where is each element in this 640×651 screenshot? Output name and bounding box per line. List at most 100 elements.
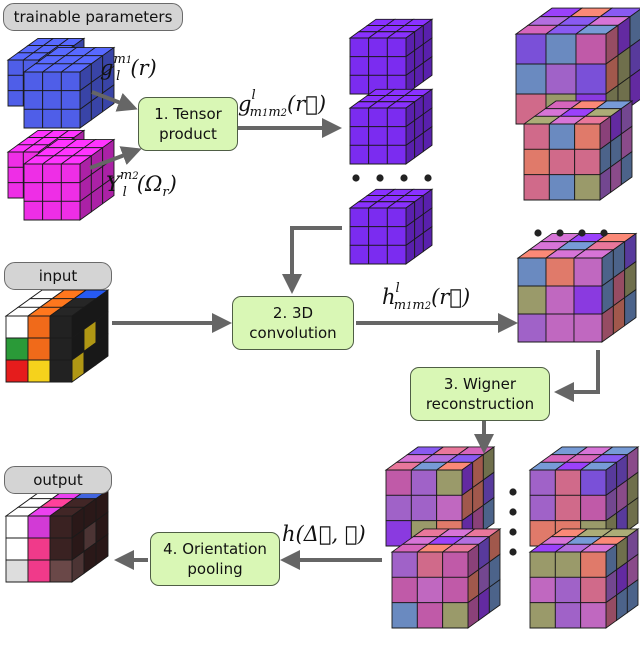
cube-cell [436, 469, 463, 496]
cube-cell [23, 108, 44, 129]
radial-function-label: gm1l(r) [100, 52, 157, 84]
filter-product-label: glm1m2(r⃗) [238, 88, 327, 120]
ellipsis-dot [578, 229, 586, 237]
ellipsis-dot [534, 229, 542, 237]
cube-cell [629, 38, 640, 78]
cube-cell [42, 200, 62, 221]
cube-cell [580, 494, 607, 522]
convolution-line-2: convolution [249, 324, 337, 342]
cube-cell [554, 494, 582, 522]
product-filter-cube [348, 188, 434, 265]
cube-cell [626, 578, 639, 614]
cube-cell [529, 576, 556, 604]
cube-cell [49, 359, 73, 383]
cube-cell [548, 148, 576, 176]
cube-cell [49, 559, 73, 583]
cube-cell [7, 151, 24, 168]
cube-cell [23, 163, 44, 184]
cube-cell [386, 144, 407, 165]
feature-map-cube [522, 100, 634, 201]
cube-cell [442, 602, 469, 629]
cube-cell [391, 576, 418, 604]
cube-cell [529, 551, 556, 578]
angular-filter-cube [22, 138, 116, 221]
tensor-product-line-1: 1. Tensor [154, 105, 222, 123]
cube-cell [5, 559, 29, 583]
ellipsis-dot [556, 229, 564, 237]
cube-cell [442, 551, 469, 578]
cube-cell [368, 37, 388, 58]
cube-cell [545, 313, 575, 343]
cube-cell [349, 226, 370, 246]
cube-cell [515, 33, 547, 65]
feature-map-cube [516, 232, 638, 343]
cube-cell [422, 225, 433, 253]
cube-cell [349, 207, 370, 228]
cube-cell [488, 578, 501, 614]
wigner-line-1: 3. Wigner [443, 375, 517, 393]
cube-cell [386, 56, 407, 76]
cube-cell [27, 559, 51, 583]
cube-cell [385, 494, 412, 522]
output-cube [4, 489, 110, 583]
rotation-feature-label: h(Δ⃗, ℛ) [282, 522, 366, 546]
cube-cell [7, 59, 24, 76]
cube-cell [573, 257, 603, 287]
cube-cell [416, 576, 444, 604]
cube-cell [386, 126, 407, 146]
cube-cell [580, 469, 607, 496]
cube-cell [42, 108, 62, 129]
cube-cell [548, 174, 576, 201]
cube-cell [554, 602, 582, 629]
cube-cell [574, 148, 601, 176]
cube-cell [523, 174, 550, 201]
cube-cell [386, 226, 407, 246]
cube-cell [548, 123, 576, 150]
cube-cell [580, 602, 607, 629]
ellipsis-dot [509, 548, 517, 556]
cube-cell [49, 337, 73, 361]
cube-cell [515, 63, 547, 95]
cube-cell [60, 182, 81, 202]
cube-cell [416, 551, 444, 578]
cube-cell [629, 68, 640, 108]
cube-cell [385, 469, 412, 496]
ellipsis-dot [509, 488, 517, 496]
spherical-harmonic-label: Ym2l(Ωr) [106, 168, 177, 200]
cube-cell [580, 576, 607, 604]
cube-cell [573, 285, 603, 315]
cube-cell [60, 200, 81, 221]
cube-cell [554, 576, 582, 604]
cube-cell [7, 74, 24, 92]
cube-cell [27, 337, 51, 361]
cube-cell [529, 602, 556, 629]
cube-cell [368, 107, 388, 128]
cube-cell [368, 207, 388, 228]
arrow-g-to-product [91, 90, 138, 112]
cube-cell [545, 63, 577, 95]
cube-cell [386, 244, 407, 265]
arrow-filter-to-convolution [282, 226, 342, 294]
ellipsis-dot [509, 508, 517, 516]
ellipsis-dot [600, 229, 608, 237]
cube-cell [7, 90, 24, 107]
cube-cell [23, 90, 44, 110]
pooling-line-1: 4. Orientation [163, 540, 267, 558]
ellipsis-dot [400, 174, 408, 182]
cube-cell [368, 56, 388, 76]
cube-cell [410, 494, 438, 522]
cube-cell [349, 126, 370, 146]
cube-cell [386, 37, 407, 58]
cube-cell [422, 55, 433, 83]
arrow-y-to-product [89, 146, 142, 170]
cube-cell [574, 174, 601, 201]
cube-cell [49, 537, 73, 561]
wigner-reconstruction-step: 3. Wigner reconstruction [410, 367, 550, 421]
cube-cell [624, 288, 637, 327]
cube-cell [529, 494, 556, 522]
cube-cell [349, 144, 370, 165]
cube-cell [580, 551, 607, 578]
radial-filter-cube [22, 46, 116, 129]
cube-cell [23, 182, 44, 202]
